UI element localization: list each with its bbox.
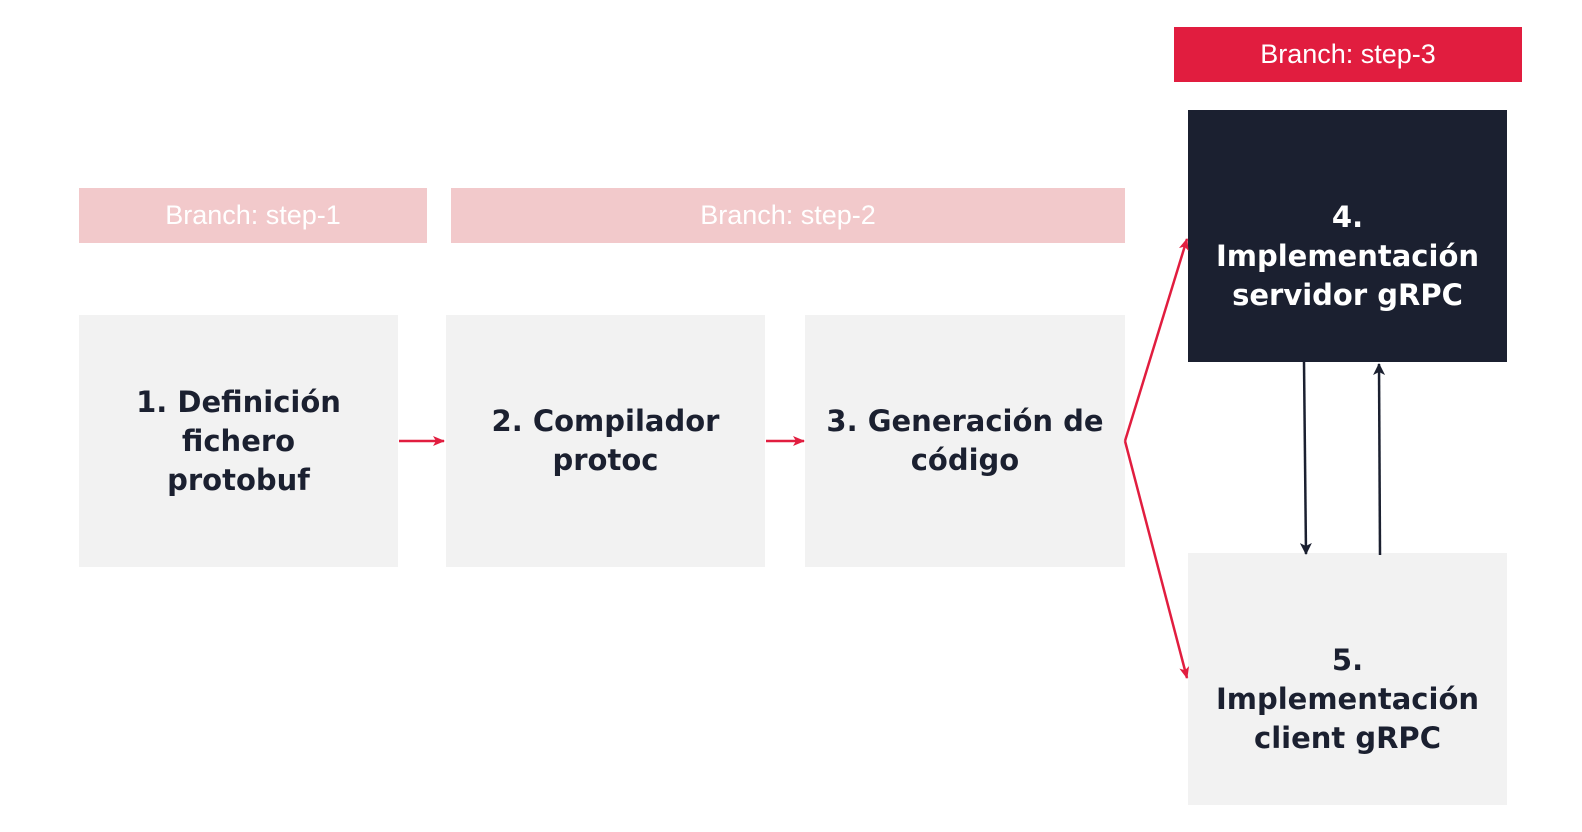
step-3-label: 3. Generación de código	[826, 404, 1104, 477]
step-4-label: 4. Implementación servidor gRPC	[1215, 200, 1480, 312]
branch-label-text: Branch: step-1	[165, 200, 341, 230]
branch-label-text: Branch: step-2	[700, 200, 876, 230]
arrow-step3-to-step4	[1123, 238, 1189, 442]
step-5-label: 5. Implementación client gRPC	[1215, 643, 1480, 755]
branch-label-step-1: Branch: step-1	[79, 188, 427, 243]
arrow-step5-to-step4	[1373, 363, 1386, 556]
step-2-label: 2. Compilador protoc	[491, 404, 720, 477]
step-3-box: 3. Generación de código	[805, 315, 1125, 567]
branch-label-step-3: Branch: step-3	[1174, 27, 1522, 82]
arrow-step4-to-step5	[1299, 361, 1312, 555]
step-1-label: 1. Definición fichero protobuf	[136, 384, 341, 497]
branch-label-text: Branch: step-3	[1260, 39, 1436, 69]
step-4-box: 4. Implementación servidor gRPC	[1188, 110, 1507, 362]
step-1-box: 1. Definición fichero protobuf	[79, 315, 398, 567]
arrow-step3-to-step5	[1123, 440, 1190, 679]
branch-label-step-2: Branch: step-2	[451, 188, 1125, 243]
step-2-box: 2. Compilador protoc	[446, 315, 765, 567]
step-5-box: 5. Implementación client gRPC	[1188, 553, 1507, 805]
